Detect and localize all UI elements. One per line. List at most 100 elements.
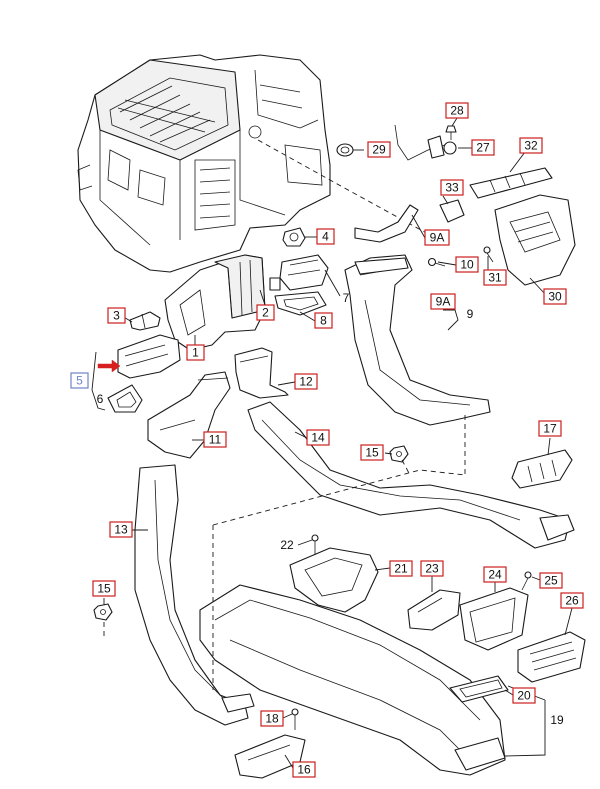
svg-text:29: 29 <box>372 143 386 157</box>
seal-part-8 <box>274 291 327 316</box>
callout-30: 30 <box>543 288 567 305</box>
callout-8: 8 <box>314 312 333 329</box>
callout-26: 26 <box>560 592 584 609</box>
svg-text:9: 9 <box>467 307 474 321</box>
vent-duct-part-9 <box>344 254 491 426</box>
svg-text:19: 19 <box>550 713 564 727</box>
svg-text:23: 23 <box>425 562 439 576</box>
vent-knob-part-33 <box>439 199 465 223</box>
clip-part-3 <box>129 311 161 331</box>
outlet-part-26 <box>517 631 586 683</box>
callout-32: 32 <box>519 137 543 154</box>
seal-part-20 <box>449 675 509 703</box>
floor-duct-part-19 <box>199 584 506 776</box>
svg-text:13: 13 <box>114 523 128 537</box>
callout-12: 12 <box>294 373 318 390</box>
vent-part-17 <box>511 449 573 489</box>
callout-4: 4 <box>316 228 335 245</box>
callout-9a-top: 9A <box>424 229 450 246</box>
heater-housing <box>77 54 431 273</box>
screw-part-18 <box>291 708 299 730</box>
callout-11: 11 <box>203 431 227 448</box>
callout-15-bottom: 15 <box>92 580 116 597</box>
svg-text:3: 3 <box>113 309 120 323</box>
screw-part-28 <box>445 125 457 140</box>
screw-part-10 <box>427 257 446 267</box>
svg-text:26: 26 <box>565 594 579 608</box>
duct-part-14 <box>247 401 575 549</box>
outlet-part-23 <box>407 589 461 631</box>
svg-text:5: 5 <box>76 374 83 388</box>
svg-text:11: 11 <box>209 433 222 447</box>
svg-text:8: 8 <box>320 314 327 328</box>
svg-text:30: 30 <box>548 290 562 304</box>
nut-part-15-top <box>389 445 409 463</box>
callout-14: 14 <box>306 429 330 446</box>
svg-text:14: 14 <box>311 431 325 445</box>
svg-text:1: 1 <box>192 346 199 360</box>
seal-part-6 <box>107 384 143 413</box>
assembly-lines <box>103 415 466 690</box>
grommet-part-4 <box>282 227 306 247</box>
duct-part-12 <box>234 347 289 399</box>
callout-6: 6 <box>97 392 104 406</box>
svg-text:28: 28 <box>450 104 464 118</box>
screw-part-31 <box>483 246 494 263</box>
svg-text:18: 18 <box>265 712 279 726</box>
svg-text:27: 27 <box>476 141 490 155</box>
callout-21: 21 <box>389 560 413 577</box>
svg-text:24: 24 <box>488 568 502 582</box>
vent-housing-part-30 <box>494 194 576 286</box>
svg-text:6: 6 <box>97 392 104 406</box>
callout-10: 10 <box>455 256 479 273</box>
svg-text:9A: 9A <box>430 231 445 245</box>
callout-20: 20 <box>512 687 536 704</box>
callout-23: 23 <box>420 560 444 577</box>
red-arrow-icon <box>97 359 121 373</box>
callout-22: 22 <box>280 538 294 552</box>
svg-text:31: 31 <box>488 271 502 285</box>
callout-16: 16 <box>292 761 316 778</box>
svg-text:16: 16 <box>297 763 311 777</box>
callout-15-top: 15 <box>360 444 384 461</box>
callout-9: 9 <box>467 307 474 321</box>
callout-28: 28 <box>445 102 469 119</box>
flap-unit-part-7 <box>279 254 329 291</box>
svg-text:12: 12 <box>299 375 313 389</box>
callout-31: 31 <box>483 269 507 286</box>
duct-part-11 <box>147 371 231 459</box>
callout-24: 24 <box>483 566 507 583</box>
screw-part-25 <box>521 571 532 591</box>
callout-29: 29 <box>367 141 391 158</box>
callout-5: 5 <box>70 372 89 389</box>
callout-33: 33 <box>440 179 464 196</box>
footwell-duct-part-5 <box>97 334 181 379</box>
vent-grille-part-32 <box>469 167 553 199</box>
svg-text:7: 7 <box>343 291 350 305</box>
svg-text:32: 32 <box>524 139 538 153</box>
svg-text:22: 22 <box>280 538 294 552</box>
svg-text:15: 15 <box>365 446 379 460</box>
screw-part-22 <box>311 534 319 555</box>
hose-part-9a <box>354 204 419 243</box>
svg-text:33: 33 <box>445 181 459 195</box>
callout-19: 19 <box>550 713 564 727</box>
callout-17: 17 <box>538 420 562 437</box>
callout-7: 7 <box>343 291 350 305</box>
callout-3: 3 <box>107 307 126 324</box>
callout-18: 18 <box>260 710 284 727</box>
bracket-part-21 <box>289 547 379 613</box>
central-air-distributor <box>164 254 281 351</box>
svg-text:2: 2 <box>262 306 269 320</box>
nut-part-15-bottom <box>93 603 113 621</box>
callout-27: 27 <box>471 139 495 156</box>
callout-13: 13 <box>109 521 133 538</box>
svg-text:10: 10 <box>460 258 474 272</box>
callout-9a-mid: 9A <box>430 293 456 310</box>
svg-text:21: 21 <box>394 562 408 576</box>
svg-text:25: 25 <box>544 574 558 588</box>
svg-text:9A: 9A <box>436 295 451 309</box>
callout-25: 25 <box>539 572 563 589</box>
rear-duct-part-13 <box>134 464 255 726</box>
